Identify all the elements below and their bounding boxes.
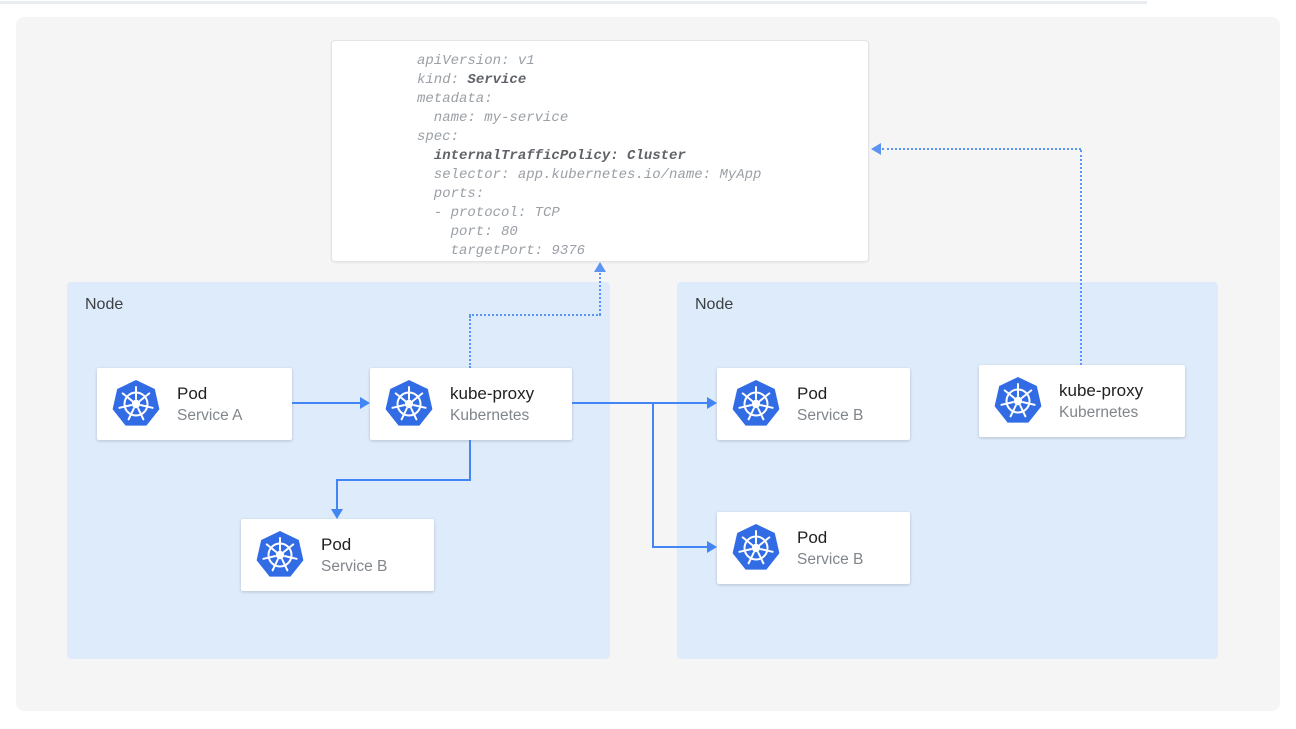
yaml-bold-text: internalTrafficPolicy: Cluster bbox=[433, 148, 686, 164]
card-subtitle: Kubernetes bbox=[1059, 404, 1139, 421]
card-title: Pod bbox=[797, 384, 828, 403]
dotted-arrow-kube-proxy-left-to-service bbox=[469, 314, 601, 316]
card-subtitle: Kubernetes bbox=[450, 407, 530, 424]
arrow-pod-a-to-kube-proxy bbox=[292, 402, 360, 404]
kubernetes-logo-icon bbox=[731, 523, 781, 571]
pod-card-service-b1-right: Pod Service B bbox=[717, 368, 910, 440]
yaml-code-block: apiVersion: v1 kind: Service metadata: n… bbox=[417, 52, 868, 261]
yaml-line: - protocol: TCP bbox=[417, 205, 560, 221]
yaml-line: metadata: bbox=[417, 91, 493, 107]
card-subtitle: Service B bbox=[797, 551, 864, 568]
arrowhead-right-icon bbox=[360, 397, 370, 409]
card-subtitle: Service B bbox=[321, 558, 388, 575]
yaml-line: selector: app.kubernetes.io/name: MyApp bbox=[417, 167, 762, 183]
yaml-line: targetPort: 9376 bbox=[417, 243, 586, 259]
kube-proxy-card-right: kube-proxy Kubernetes bbox=[979, 365, 1185, 437]
pod-card-service-a: Pod Service A bbox=[97, 368, 292, 440]
card-title: kube-proxy bbox=[1059, 381, 1144, 400]
yaml-text bbox=[417, 148, 434, 164]
arrow-kube-proxy-to-pod-b2-right bbox=[652, 402, 654, 548]
arrow-kube-proxy-to-pod-b-left bbox=[336, 479, 338, 510]
dotted-arrow-kube-proxy-left-to-service bbox=[599, 273, 601, 315]
yaml-line: internalTrafficPolicy: Cluster bbox=[417, 147, 868, 166]
yaml-line: apiVersion: v1 bbox=[417, 53, 535, 69]
pod-card-service-b-left: Pod Service B bbox=[241, 519, 434, 591]
dotted-arrow-kube-proxy-left-to-service bbox=[469, 316, 471, 368]
card-title: Pod bbox=[797, 528, 828, 547]
node-left: Node bbox=[67, 282, 610, 659]
yaml-bold-text: Service bbox=[467, 72, 527, 88]
yaml-line: kind: Service bbox=[417, 71, 868, 90]
arrowhead-down-icon bbox=[331, 509, 343, 519]
yaml-line: name: my-service bbox=[417, 110, 569, 126]
card-subtitle: Service B bbox=[797, 407, 864, 424]
card-text: kube-proxy Kubernetes bbox=[450, 382, 534, 426]
arrow-kube-proxy-to-pod-b-left bbox=[469, 440, 471, 481]
yaml-line: ports: bbox=[417, 186, 485, 202]
dotted-arrow-kube-proxy-right-to-service bbox=[882, 148, 1081, 150]
node-label: Node bbox=[695, 296, 734, 313]
arrow-kube-proxy-to-pod-b-left bbox=[336, 479, 471, 481]
arrowhead-right-icon bbox=[707, 541, 717, 553]
yaml-line: spec: bbox=[417, 129, 460, 145]
kubernetes-logo-icon bbox=[993, 376, 1043, 424]
node-right: Node bbox=[677, 282, 1218, 659]
kube-proxy-card-left: kube-proxy Kubernetes bbox=[370, 368, 572, 440]
card-text: Pod Service A bbox=[177, 382, 242, 426]
card-text: Pod Service B bbox=[797, 382, 863, 426]
card-text: Pod Service B bbox=[321, 533, 387, 577]
card-title: Pod bbox=[321, 535, 352, 554]
arrow-kube-proxy-to-pod-b1-right bbox=[572, 402, 708, 404]
yaml-line: port: 80 bbox=[417, 224, 518, 240]
arrowhead-right-icon bbox=[707, 397, 717, 409]
kubernetes-logo-icon bbox=[731, 379, 781, 427]
arrowhead-left-icon bbox=[871, 143, 881, 155]
arrow-kube-proxy-to-pod-b2-right bbox=[652, 546, 708, 548]
arrowhead-up-icon bbox=[594, 262, 606, 272]
card-text: kube-proxy Kubernetes bbox=[1059, 379, 1143, 423]
top-divider-line bbox=[0, 1, 1147, 4]
kubernetes-logo-icon bbox=[111, 379, 161, 427]
pod-card-service-b2-right: Pod Service B bbox=[717, 512, 910, 584]
card-subtitle: Service A bbox=[177, 407, 243, 424]
kubernetes-logo-icon bbox=[384, 379, 434, 427]
card-text: Pod Service B bbox=[797, 526, 863, 570]
service-yaml-card: apiVersion: v1 kind: Service metadata: n… bbox=[331, 40, 869, 262]
dotted-arrow-kube-proxy-right-to-service bbox=[1080, 150, 1082, 365]
node-label: Node bbox=[85, 296, 124, 313]
card-title: kube-proxy bbox=[450, 384, 535, 403]
card-title: Pod bbox=[177, 384, 208, 403]
kubernetes-logo-icon bbox=[255, 530, 305, 578]
yaml-text: kind: bbox=[417, 72, 468, 88]
